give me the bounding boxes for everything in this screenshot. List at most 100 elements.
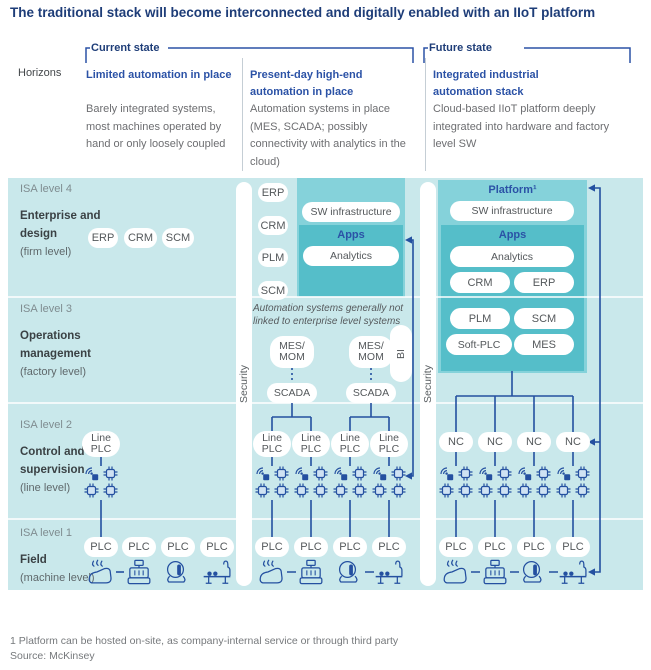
pill-crm-future: CRM — [450, 272, 510, 293]
pill-plc: PLC — [478, 537, 512, 557]
security-label-2: Security — [422, 365, 434, 403]
row-divider-2 — [8, 402, 643, 404]
pill-crm-current: CRM — [124, 228, 157, 248]
column-desc-highend: Automation systems in place (MES, SCADA;… — [250, 103, 406, 168]
isa-level-3: ISA level 3 — [20, 303, 72, 315]
pill-plc: PLC — [161, 537, 195, 557]
page-title: The traditional stack will become interc… — [10, 5, 596, 20]
pill-plm-future: PLM — [450, 308, 510, 329]
apps-label-highend: Apps — [337, 229, 365, 241]
pill-nc: NC — [439, 432, 473, 452]
pill-plc: PLC — [84, 537, 118, 557]
sewing-machine-icon — [259, 559, 283, 584]
security-bar-1: Security — [236, 182, 252, 586]
bi-capsule: BI — [390, 325, 412, 382]
pill-mes-mom-1: MES/ MOM — [270, 336, 314, 368]
header-divider-1 — [242, 58, 243, 171]
pill-plc: PLC — [200, 537, 234, 557]
column-heading-future: Integrated industrial automation stack — [433, 69, 539, 98]
source-text: Source: McKinsey — [10, 650, 95, 662]
pill-plc: PLC — [255, 537, 289, 557]
pill-erp-current: ERP — [88, 228, 118, 248]
pill-line-plc-current: Line PLC — [82, 431, 120, 457]
pill-line-plc: Line PLC — [253, 431, 291, 457]
sensor-chip-group — [517, 466, 551, 498]
row-divider-3 — [8, 518, 643, 520]
pill-nc: NC — [556, 432, 590, 452]
row-name-control: Control and supervision — [20, 446, 85, 476]
pill-analytics-future: Analytics — [450, 246, 574, 267]
pill-plc: PLC — [517, 537, 551, 557]
footnote-block: 1 Platform can be hosted on-site, as com… — [10, 634, 398, 664]
pill-sw-infrastructure-highend: SW infrastructure — [302, 202, 400, 222]
platform-label: Platform¹ — [488, 184, 537, 196]
lathe-machine-icon — [522, 560, 542, 583]
pill-plc: PLC — [439, 537, 473, 557]
pill-plc: PLC — [372, 537, 406, 557]
pill-crm-stack: CRM — [258, 216, 288, 235]
security-label-1: Security — [238, 365, 250, 403]
automation-note: Automation systems generally not linked … — [253, 303, 404, 327]
pill-plc: PLC — [556, 537, 590, 557]
row-label-isa4: ISA level 4 Enterprise and design (firm … — [20, 183, 116, 261]
press-machine-icon — [127, 559, 151, 585]
bi-label: BI — [394, 348, 407, 359]
press-machine-icon — [299, 559, 323, 585]
isa-level-1: ISA level 1 — [20, 527, 72, 539]
pill-soft-plc-future: Soft-PLC — [446, 334, 512, 355]
pill-plc: PLC — [122, 537, 156, 557]
pill-erp-future: ERP — [514, 272, 574, 293]
column-heading-current: Limited automation in place — [86, 69, 232, 81]
pill-scm-current: SCM — [162, 228, 194, 248]
pill-scada-1: SCADA — [267, 383, 317, 403]
conveyor-machine-icon — [374, 560, 404, 585]
row-name-enterprise: Enterprise and design — [20, 210, 101, 240]
conveyor-machine-icon — [202, 560, 232, 585]
future-state-label: Future state — [429, 42, 492, 54]
row-scope-line: (line level) — [20, 482, 71, 494]
pill-plc: PLC — [333, 537, 367, 557]
pill-scada-2: SCADA — [346, 383, 396, 403]
row-scope-firm: (firm level) — [20, 246, 72, 258]
column-desc-current: Barely integrated systems, most machines… — [86, 103, 226, 150]
pill-line-plc: Line PLC — [292, 431, 330, 457]
press-machine-icon — [483, 559, 507, 585]
sensor-chip-group — [372, 466, 406, 498]
sewing-machine-icon — [443, 559, 467, 584]
pill-mes-mom-2: MES/ MOM — [349, 336, 393, 368]
lathe-machine-icon — [166, 560, 186, 583]
isa-level-2: ISA level 2 — [20, 419, 72, 431]
column-desc-future: Cloud-based IIoT platform deeply integra… — [433, 103, 610, 150]
pill-plc: PLC — [294, 537, 328, 557]
pill-line-plc: Line PLC — [331, 431, 369, 457]
sensor-chip-group — [556, 466, 590, 498]
pill-scm-stack: SCM — [258, 281, 288, 300]
isa-level-4: ISA level 4 — [20, 183, 72, 195]
pill-nc: NC — [517, 432, 551, 452]
row-name-operations: Operations management — [20, 330, 91, 360]
pill-line-plc: Line PLC — [370, 431, 408, 457]
lathe-machine-icon — [338, 560, 358, 583]
row-divider-1 — [8, 296, 643, 298]
pill-mes-future: MES — [514, 334, 574, 355]
sensor-chip-group — [84, 466, 118, 498]
pill-nc: NC — [478, 432, 512, 452]
pill-sw-infrastructure-future: SW infrastructure — [450, 201, 574, 221]
pill-analytics-highend: Analytics — [303, 246, 399, 266]
conveyor-machine-icon — [558, 560, 588, 585]
row-label-isa2: ISA level 2 Control and supervision (lin… — [20, 419, 116, 497]
sensor-chip-group — [294, 466, 328, 498]
horizons-label: Horizons — [18, 67, 62, 79]
row-label-isa3: ISA level 3 Operations management (facto… — [20, 303, 116, 381]
sensor-chip-group — [478, 466, 512, 498]
pill-scm-future: SCM — [514, 308, 574, 329]
pill-plm-stack: PLM — [258, 248, 288, 267]
row-label-isa1: ISA level 1 Field (machine level) — [20, 527, 116, 587]
current-state-label: Current state — [91, 42, 160, 54]
footnote-text: 1 Platform can be hosted on-site, as com… — [10, 635, 399, 647]
sensor-chip-group — [439, 466, 473, 498]
sensor-chip-group — [333, 466, 367, 498]
sewing-machine-icon — [88, 559, 112, 584]
header-divider-2 — [425, 58, 426, 171]
